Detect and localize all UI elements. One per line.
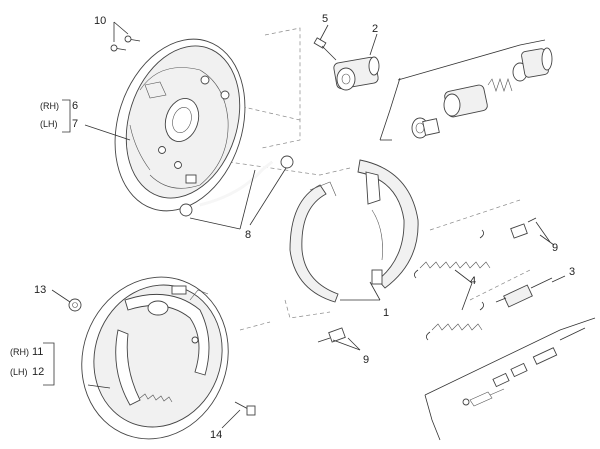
callout-labels: 10 5 2 (RH) 6 (LH) 7 8 9 3 4 1 9 13 (RH)… bbox=[10, 13, 575, 441]
brake-hose bbox=[179, 155, 294, 217]
adjuster-assembly bbox=[495, 277, 553, 308]
callout-7: 7 bbox=[72, 118, 78, 130]
backing-plate-lower bbox=[81, 276, 229, 440]
callout-2: 2 bbox=[372, 23, 378, 35]
callout-8: 8 bbox=[245, 229, 251, 241]
callout-4: 4 bbox=[470, 275, 476, 287]
callout-13: 13 bbox=[34, 284, 46, 296]
section-separators bbox=[214, 27, 531, 331]
brake-shoes bbox=[289, 159, 419, 303]
mounting-bolts bbox=[110, 35, 141, 52]
wheel-cylinder-assembly bbox=[313, 37, 380, 91]
callout-9-upper: 9 bbox=[552, 242, 558, 254]
callout-9-lower: 9 bbox=[363, 354, 369, 366]
leader-lines bbox=[43, 21, 566, 429]
backing-plate-upper bbox=[114, 38, 246, 212]
wheel-cylinder-detail-frame bbox=[379, 39, 546, 141]
return-springs bbox=[414, 229, 491, 341]
nut-and-bolt bbox=[68, 298, 256, 416]
callout-6: 6 bbox=[72, 100, 78, 112]
cylinder-internals bbox=[411, 47, 553, 139]
hold-down-clips bbox=[317, 217, 537, 343]
side-label-lh-upper: (LH) bbox=[40, 119, 58, 129]
callout-1: 1 bbox=[383, 307, 389, 319]
adjuster-detail-frame bbox=[424, 317, 596, 441]
side-label-rh-lower: (RH) bbox=[10, 347, 29, 357]
side-label-lh-lower: (LH) bbox=[10, 367, 28, 377]
callout-12: 12 bbox=[32, 366, 44, 378]
callout-3: 3 bbox=[569, 266, 575, 278]
callout-10: 10 bbox=[94, 15, 106, 27]
adjuster-exploded-parts bbox=[462, 327, 586, 407]
side-label-rh-upper: (RH) bbox=[40, 101, 59, 111]
callout-11: 11 bbox=[32, 346, 43, 358]
callout-5: 5 bbox=[322, 13, 328, 25]
callout-14: 14 bbox=[210, 429, 222, 441]
